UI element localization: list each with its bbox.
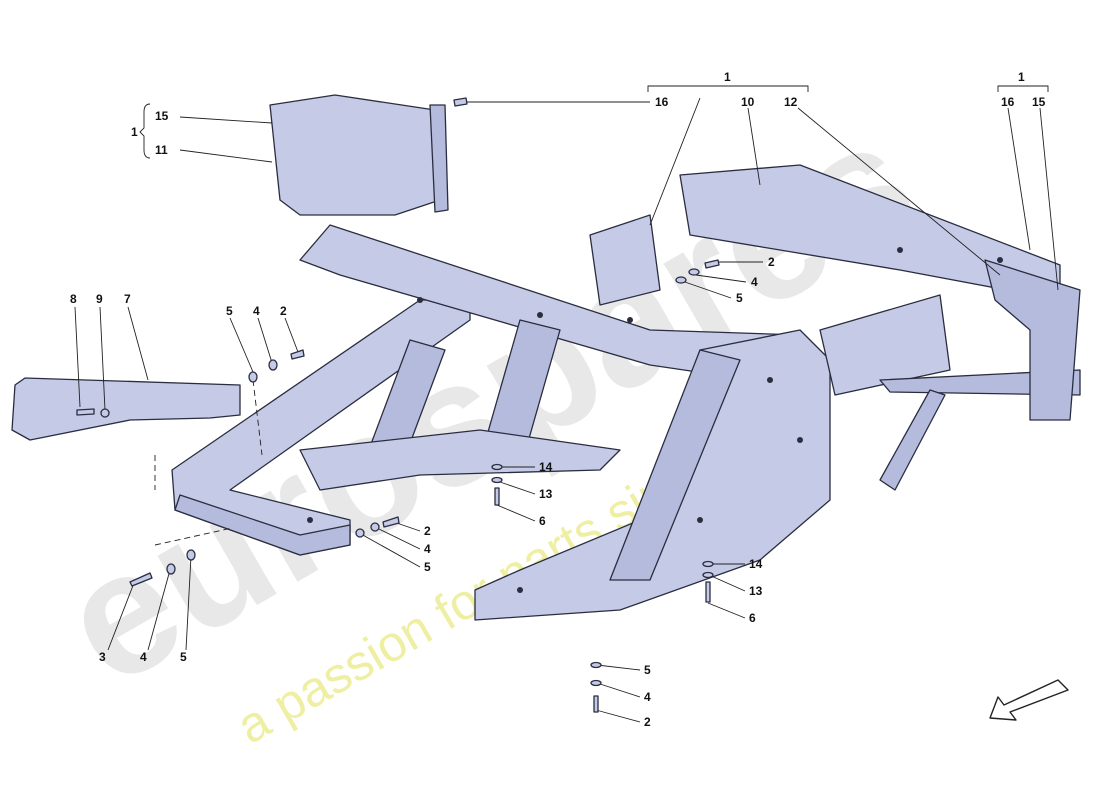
callout-label: 4 — [644, 690, 651, 704]
callout-label: 9 — [96, 292, 103, 306]
callout-label: 13 — [539, 487, 553, 501]
callout-label: 6 — [539, 514, 546, 528]
callout-label: 1 — [131, 125, 138, 139]
callout-label: 4 — [253, 304, 260, 318]
chassis-frame — [11, 94, 1081, 621]
callout-label: 4 — [751, 275, 758, 289]
callout-label: 14 — [749, 557, 763, 571]
callout-label: 1 — [1018, 70, 1025, 84]
callout-label: 15 — [155, 109, 169, 123]
callout-label: 5 — [424, 560, 431, 574]
callout-label: 15 — [1032, 95, 1046, 109]
bolt-2-center — [382, 516, 400, 528]
callout-label: 6 — [749, 611, 756, 625]
callout-label: 5 — [736, 291, 743, 305]
callout-label: 1 — [724, 70, 731, 84]
callout-label: 5 — [180, 650, 187, 664]
callout-label: 7 — [124, 292, 131, 306]
callout-label: 16 — [655, 95, 669, 109]
callout-label: 3 — [99, 650, 106, 664]
callout-label: 11 — [155, 143, 168, 157]
hardware — [76, 97, 720, 713]
callout-label: 2 — [280, 304, 287, 318]
callout-label: 4 — [424, 542, 431, 556]
bolt-2-top — [704, 259, 720, 269]
callout-label: 10 — [741, 95, 755, 109]
bolt-8 — [76, 408, 95, 416]
callout-label: 14 — [539, 460, 553, 474]
callout-label: 8 — [70, 292, 77, 306]
bolt-3 — [129, 572, 153, 587]
callout-label: 16 — [1001, 95, 1015, 109]
callout-label: 5 — [226, 304, 233, 318]
callout-label: 4 — [140, 650, 147, 664]
bolt-16 — [453, 97, 468, 107]
bolt-6-center — [494, 487, 500, 506]
callout-label: 12 — [784, 95, 798, 109]
callout-label: 2 — [424, 524, 431, 538]
arrow-down-left-icon — [989, 679, 1069, 721]
callout-label: 2 — [644, 715, 651, 729]
callout-labels: 1 16 10 12 1 16 15 1 15 11 8 9 7 5 4 2 2… — [70, 70, 1046, 729]
callout-label: 2 — [768, 255, 775, 269]
bolt-6-right — [705, 581, 711, 603]
bolt-2-left — [290, 349, 305, 360]
callout-label: 5 — [644, 663, 651, 677]
callout-label: 13 — [749, 584, 763, 598]
bolt-2-bottom — [593, 695, 599, 713]
